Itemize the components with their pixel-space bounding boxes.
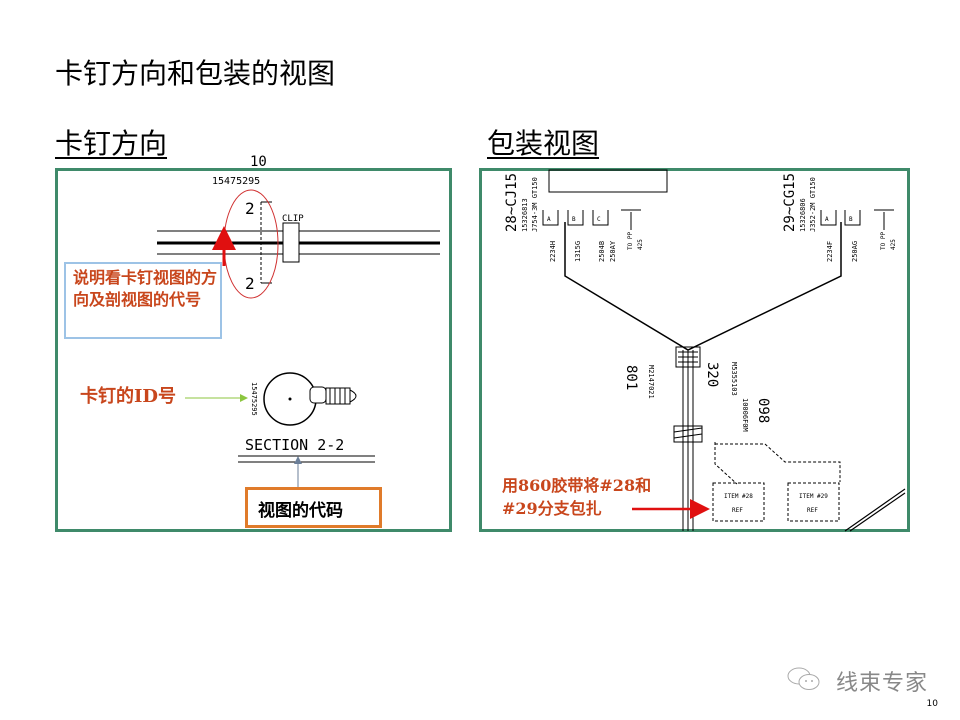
to-pp-number: 425	[637, 239, 644, 250]
slide-title: 卡钉方向和包装的视图	[55, 57, 336, 90]
item-29-label: ITEM #29	[799, 493, 828, 500]
rotated-part-number: 15475295	[250, 382, 258, 416]
ref-label: REF	[807, 507, 818, 514]
wechat-icon	[786, 666, 822, 696]
wire-label: 250AG	[851, 241, 859, 262]
to-pp-label: TO PP	[880, 232, 887, 250]
watermark: 线束专家	[835, 671, 928, 696]
connector-right-sub: J352-2M GT150	[809, 177, 817, 232]
section-mark-bottom: 2	[245, 274, 255, 293]
section-mark-top: 2	[245, 199, 255, 218]
wire-label: 1315G	[574, 241, 582, 262]
wire-label: 2234H	[549, 241, 557, 262]
clip-direction-panel	[55, 168, 452, 532]
clip-label: CLIP	[282, 214, 304, 224]
cavity-label: A	[547, 216, 551, 223]
cavity-label: C	[597, 216, 601, 223]
right-heading: 包装视图	[487, 127, 600, 160]
cavity-label: A	[825, 216, 829, 223]
item-098-pn: 10006F0M	[741, 398, 749, 432]
cavity-label: B	[849, 216, 853, 223]
wire-label: 250AY	[609, 240, 617, 262]
packaging-view-panel	[479, 168, 910, 532]
item-801-pn: M2147021	[647, 365, 655, 399]
cavity-label: B	[572, 216, 576, 223]
section-label: SECTION 2-2	[245, 436, 344, 454]
clip-id-note: 卡钉的ID号	[80, 386, 177, 407]
page-number: 10	[926, 699, 938, 709]
wire-label: 2234F	[826, 241, 834, 262]
item-098-label: 098	[755, 398, 771, 423]
view-code-note: 视图的代码	[245, 487, 382, 528]
connector-left-pn: 15326813	[521, 198, 529, 232]
clip-section-view: 15475295 SECTION 2-2	[185, 372, 375, 488]
packaging-drawing: 28~CJ15 15326813 J754-3M GT150 29~CG15 1…	[504, 169, 906, 532]
to-pp-number: 425	[890, 239, 897, 250]
item-28-label: ITEM #28	[724, 493, 753, 500]
item-320-label: 320	[704, 362, 720, 387]
connector-left-name: 28~CJ15	[504, 173, 520, 232]
label-10: 10	[250, 154, 267, 170]
direction-note-box: 说明看卡钉视图的方向及剖视图的代号	[64, 262, 222, 339]
connector-right-name: 29~CG15	[782, 173, 798, 232]
wire-label: 2504B	[598, 241, 606, 262]
left-heading: 卡钉方向	[55, 127, 168, 160]
clip-top-view: 10 15475295 2 2 CLIP	[157, 154, 440, 299]
direction-note: 说明看卡钉视图的方向及剖视图的代号	[73, 268, 218, 309]
tape-note: 用860胶带将#28和#29分支包扎	[502, 476, 652, 518]
connector-right-pn: 15326806	[799, 198, 807, 232]
item-320-pn: M5355103	[730, 362, 738, 396]
to-pp-label: TO PP	[627, 232, 634, 250]
item-801-label: 801	[623, 365, 639, 390]
ref-label: REF	[732, 507, 743, 514]
part-number: 15475295	[212, 176, 260, 187]
connector-left-sub: J754-3M GT150	[531, 177, 539, 232]
